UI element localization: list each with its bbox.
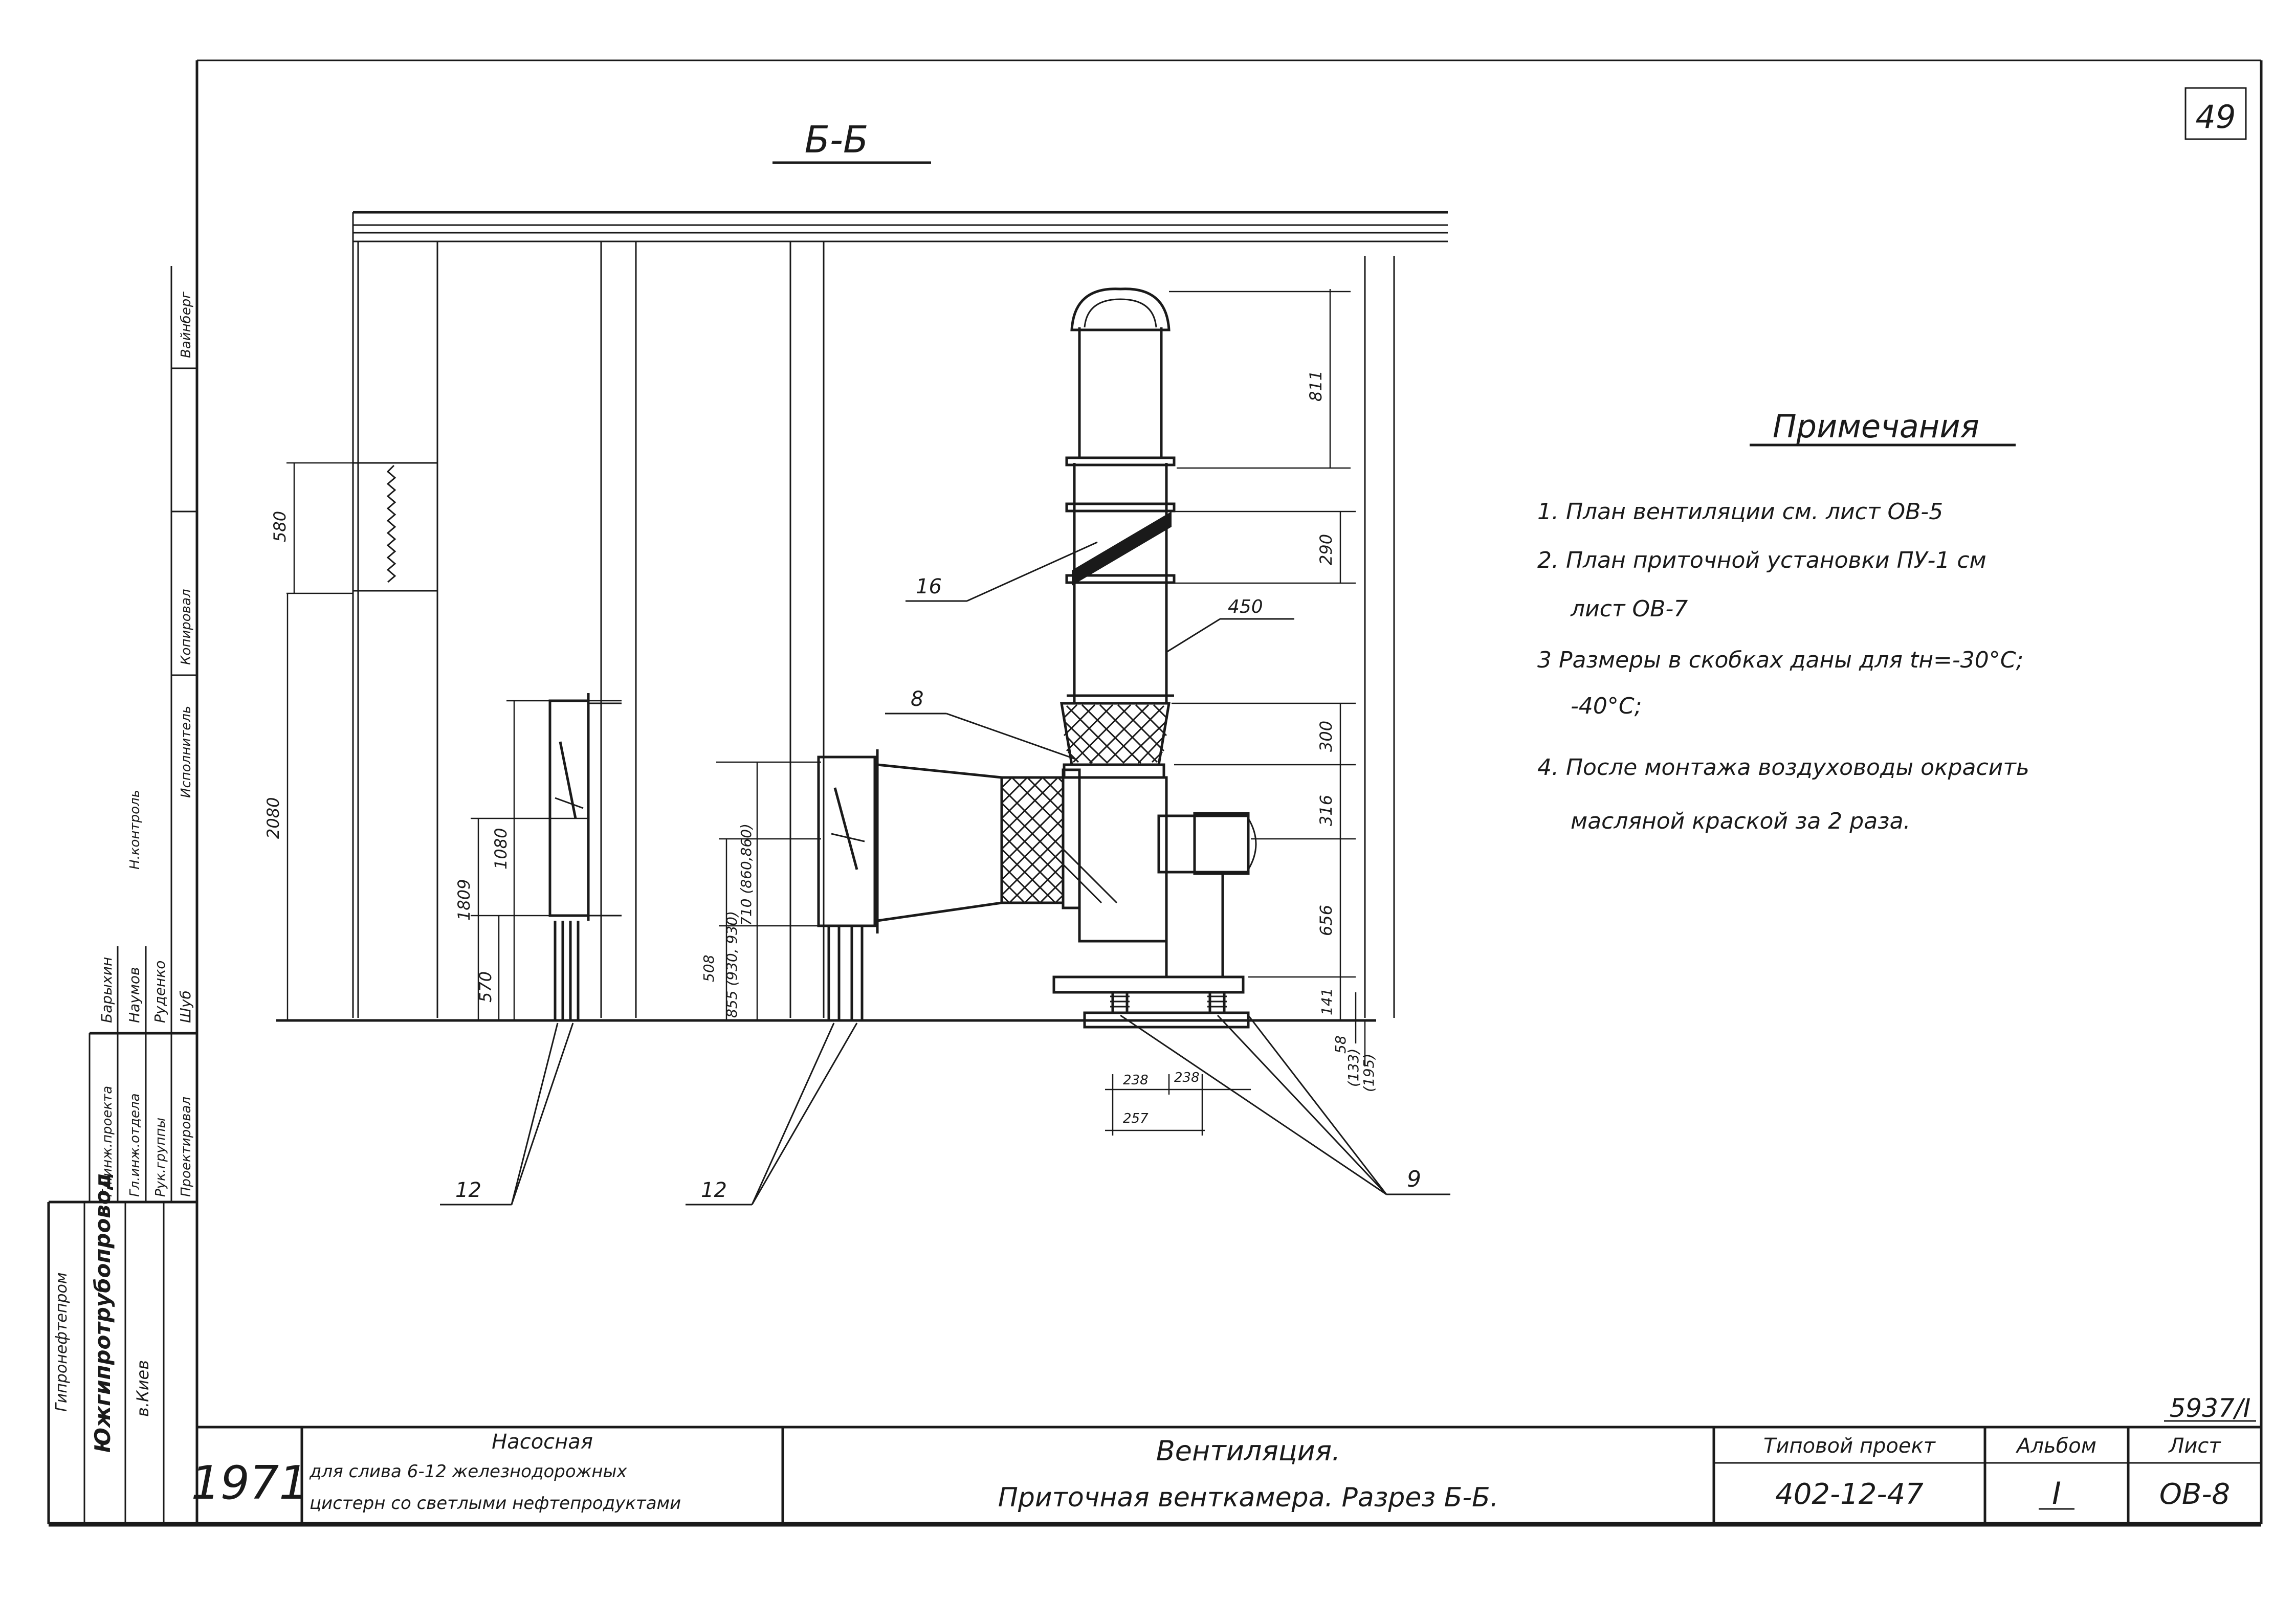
stamp-city: в.Киев <box>133 1360 152 1417</box>
note-line-6: 4. После монтажа воздуховоды окрасить <box>1537 754 2029 781</box>
stamp-name-2: Наумов <box>126 967 143 1023</box>
stamp-name-1: Барыхин <box>98 957 115 1023</box>
archive-number: 5937/I <box>2170 1393 2251 1423</box>
callout-9: 9 <box>1407 1166 1421 1192</box>
album-value: I <box>2052 1476 2061 1511</box>
note-line-5: -40°C; <box>1571 693 1642 719</box>
page-number: 49 <box>2196 98 2236 136</box>
notes-block: Примечания 1. План вентиляции см. лист О… <box>1537 408 2029 834</box>
dim-238-b: 238 <box>1174 1070 1200 1085</box>
stamp-role-1: Гл.инж.проекта <box>100 1086 115 1197</box>
dim-570: 570 <box>476 971 495 1003</box>
section-title-group: Б-Б <box>772 118 931 164</box>
project-value: 402-12-47 <box>1775 1478 1924 1511</box>
dim-58: 58 <box>1332 1035 1349 1054</box>
dim-300: 300 <box>1316 721 1336 752</box>
building-structure <box>276 211 1448 1022</box>
object-line-3: цистерн со светлыми нефтепродуктами <box>310 1493 681 1514</box>
dim-238-a: 238 <box>1123 1073 1149 1088</box>
stamp-role-3: Рук.группы <box>153 1118 168 1197</box>
sheet-value: ОВ-8 <box>2159 1478 2230 1511</box>
dim-508: 508 <box>700 955 717 982</box>
dim-290: 290 <box>1316 534 1336 565</box>
dim-141: 141 <box>1318 988 1335 1015</box>
stamp-role-4: Проектировал <box>179 1097 194 1197</box>
wall-damper-unit <box>548 693 622 1020</box>
stamp-ctrl-4: Вайнберг <box>179 292 194 358</box>
stamp-org-2: Южгипротрубопровод <box>90 1172 115 1453</box>
callout-12-left: 12 <box>455 1178 481 1202</box>
dim-580: 580 <box>270 511 290 542</box>
dimension-labels: 811 290 300 316 656 141 58 (133) (195) 5… <box>263 370 1377 1126</box>
side-stamp: Гипронефтепром Южгипротрубопровод в.Киев… <box>47 60 198 1524</box>
project-label: Типовой проект <box>1763 1434 1936 1458</box>
dim-316: 316 <box>1316 795 1336 826</box>
dim-2080: 2080 <box>263 797 283 839</box>
sheet-label: Лист <box>2168 1434 2221 1458</box>
callout-12-center: 12 <box>701 1178 727 1202</box>
supply-air-unit <box>817 287 1257 1029</box>
title-line-2: Приточная венткамера. Разрез Б-Б. <box>998 1482 1498 1513</box>
callout-8: 8 <box>911 687 923 711</box>
note-line-4: 3 Размеры в скобках даны для tн=-30°C; <box>1537 647 2023 673</box>
callouts: 16 450 8 9 12 12 <box>440 541 1450 1206</box>
object-line-1: Насосная <box>492 1430 593 1454</box>
notes-heading: Примечания <box>1773 408 1979 445</box>
stamp-name-4: Шуб <box>177 990 194 1023</box>
dim-195: (195) <box>1360 1054 1377 1092</box>
note-line-2: 2. План приточной установки ПУ-1 см <box>1537 547 1986 573</box>
dim-1809: 1809 <box>454 879 474 921</box>
section-title: Б-Б <box>805 118 869 161</box>
callout-450: 450 <box>1228 596 1263 617</box>
year: 1971 <box>191 1456 308 1510</box>
note-line-1: 1. План вентиляции см. лист ОВ-5 <box>1537 499 1943 525</box>
dim-710: 710 (860,860) <box>738 824 755 926</box>
note-line-3: лист ОВ-7 <box>1570 596 1688 622</box>
sheet-frame <box>49 59 2263 1527</box>
stamp-name-3: Руденко <box>151 961 168 1023</box>
page-number-box: 49 <box>2184 87 2247 140</box>
stamp-ctrl-3: Копировал <box>179 589 194 665</box>
stamp-ctrl-2: Исполнитель <box>179 706 194 798</box>
note-line-7: масляной краской за 2 раза. <box>1571 808 1911 834</box>
stamp-ctrl-1: Н.контроль <box>127 790 143 870</box>
archive-number-group: 5937/I <box>2164 1393 2256 1423</box>
title-line-1: Вентиляция. <box>1156 1435 1341 1467</box>
album-label: Альбом <box>2015 1434 2096 1458</box>
stamp-role-2: Гл.инж.отдела <box>127 1093 143 1197</box>
stamp-org-1: Гипронефтепром <box>53 1272 71 1412</box>
dim-257: 257 <box>1123 1111 1149 1126</box>
title-block: 1971 Насосная для слива 6-12 железнодоро… <box>191 1427 2261 1524</box>
dim-656: 656 <box>1316 905 1336 936</box>
dimension-lines <box>286 289 1366 1136</box>
object-line-2: для слива 6-12 железнодорожных <box>309 1461 627 1482</box>
dim-1080: 1080 <box>491 828 511 870</box>
dim-133: (133) <box>1345 1049 1362 1087</box>
dim-811: 811 <box>1306 370 1326 402</box>
dim-855: 855 (930, 930) <box>723 911 740 1018</box>
callout-16: 16 <box>916 575 942 598</box>
vibration-isolators <box>1110 991 1227 1014</box>
